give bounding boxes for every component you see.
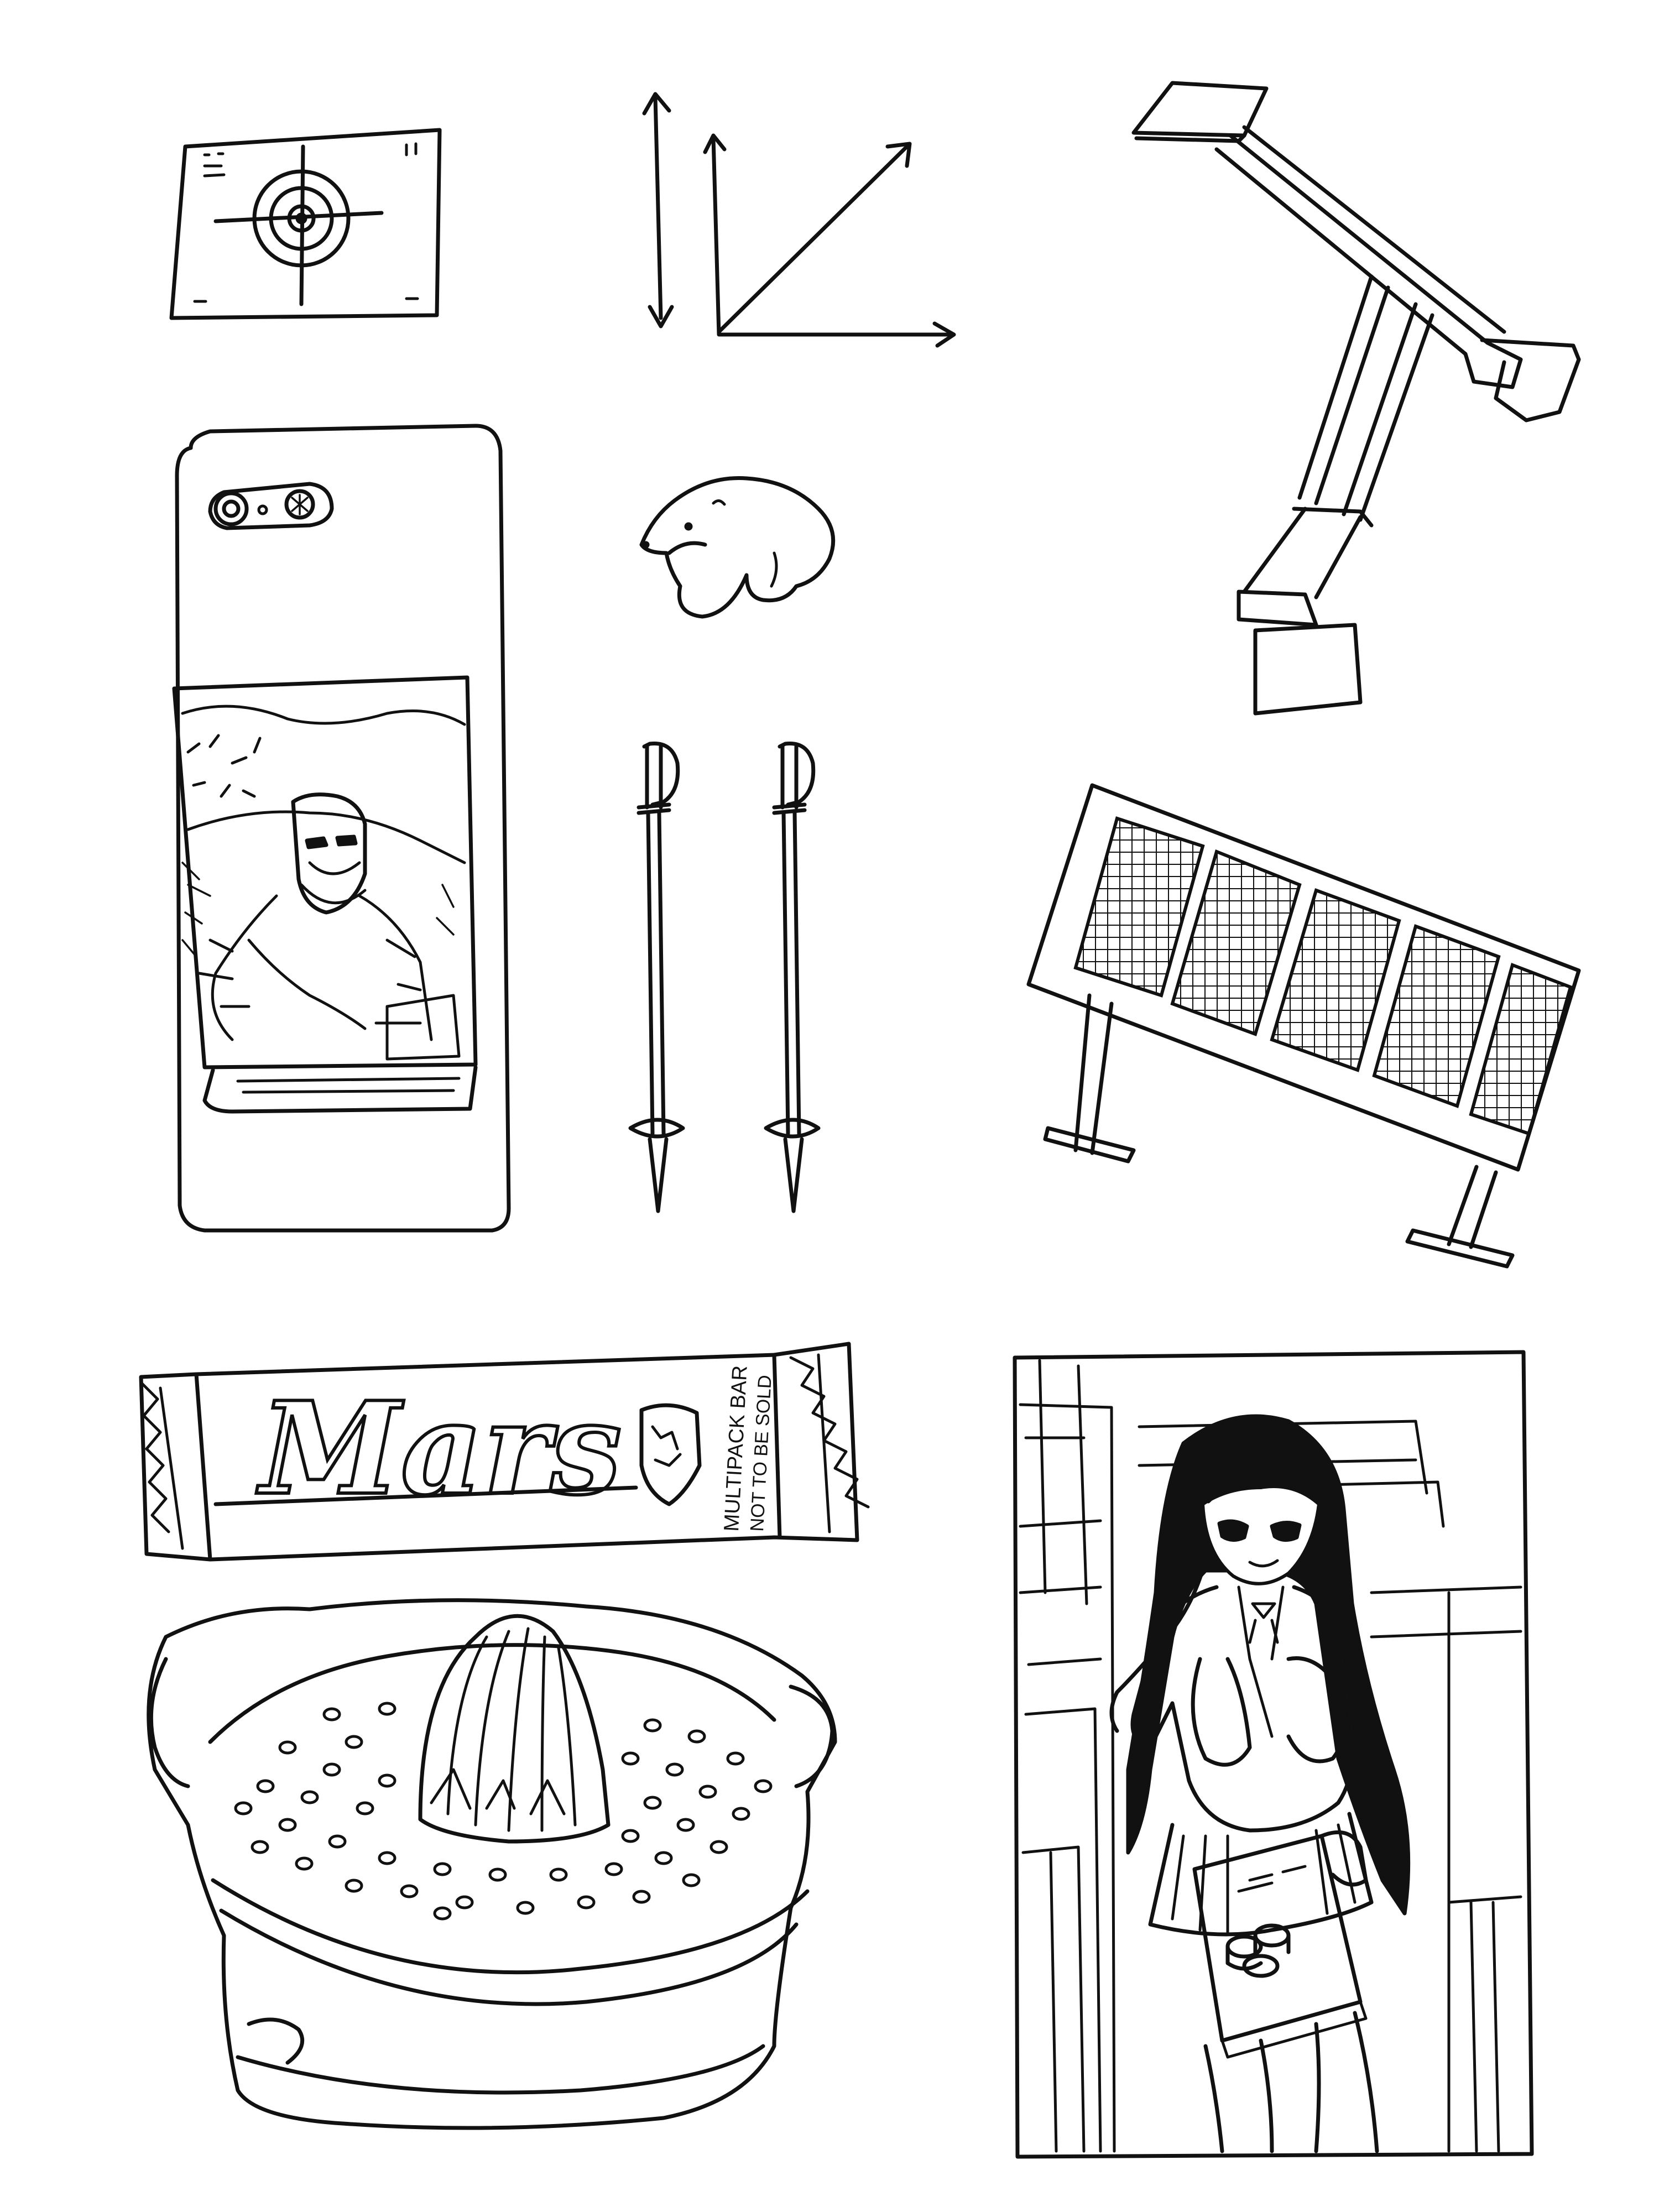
ski-pole-left xyxy=(628,741,685,1213)
candy-bar-side-text-1: MULTIPACK BAR xyxy=(720,1365,752,1532)
solar-panel-icon xyxy=(1026,783,1581,1269)
ski-poles-icon xyxy=(628,741,821,1213)
candy-bar-brand: Mars xyxy=(256,1374,622,1524)
juicer-strainer-holes xyxy=(234,1702,773,1921)
candy-bar-side-text-2: NOT TO BE SOLD xyxy=(747,1374,776,1532)
ski-pole-right xyxy=(764,741,821,1213)
smartphone-icon xyxy=(172,424,511,1233)
citrus-juicer-icon xyxy=(147,1598,837,2130)
polar-bear-icon xyxy=(639,476,836,619)
phone-screen-photo xyxy=(181,705,466,1061)
anime-girl-card-icon xyxy=(1013,1350,1534,2159)
candy-bar-icon: Mars MULTIPACK BAR NOT TO BE SOLD xyxy=(139,1342,870,1562)
axes-icon xyxy=(642,92,956,348)
desk-lamp-icon xyxy=(1131,81,1581,716)
target-card-icon xyxy=(169,128,442,320)
